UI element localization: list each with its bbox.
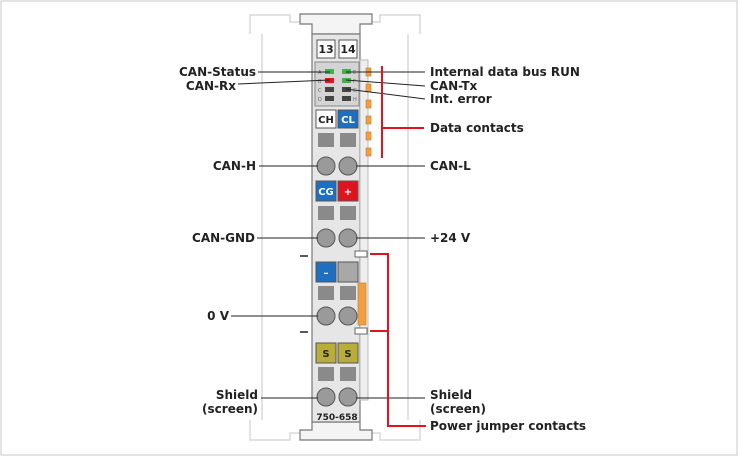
release-slot (340, 133, 356, 147)
label-can-rx: CAN-Rx (186, 79, 236, 93)
led-panel (314, 61, 360, 107)
jumper-marker (354, 327, 368, 335)
label-power-jumper: Power jumper contacts (430, 419, 586, 433)
terminal-markers (300, 255, 308, 333)
connection-point-shield-right (338, 387, 358, 407)
release-slot (340, 206, 356, 220)
tag-minus-box (315, 261, 337, 283)
power-jumper-blade (357, 282, 367, 326)
tag-minus: – (324, 268, 329, 279)
label-can-gnd: CAN-GND (192, 231, 255, 245)
connection-point-0v-b (338, 306, 358, 326)
slot-number-left: 13 (318, 43, 333, 56)
release-slot (318, 286, 334, 300)
tag-ch: CH (318, 115, 334, 126)
right-leaders (345, 71, 426, 399)
connection-point-can-l (338, 156, 358, 176)
led-letters-left: A B C D (318, 70, 322, 103)
tag-cg: CG (318, 187, 334, 198)
right-labels: Internal data bus RUN CAN-Tx Int. error … (430, 65, 586, 433)
housing-edge (359, 59, 369, 401)
label-can-h: CAN-H (213, 159, 256, 173)
tag-plus-box (337, 180, 359, 202)
model-number: 750-658 (316, 413, 357, 423)
label-screen-left: (screen) (202, 402, 258, 416)
left-labels: CAN-Status CAN-Rx CAN-H CAN-GND 0 V Shie… (179, 65, 258, 416)
label-can-status: CAN-Status (179, 65, 256, 79)
connection-point-0v (316, 306, 336, 326)
left-leaders (231, 71, 331, 399)
led-c (325, 87, 334, 92)
tag-plus: + (344, 187, 352, 198)
tag-cg-box (315, 180, 337, 202)
led-d (325, 96, 334, 101)
label-shield-right: Shield (430, 388, 472, 402)
led-letters-right: E F G H (353, 70, 357, 103)
slot-box-right (338, 39, 358, 59)
red-callouts (370, 66, 426, 427)
slot-box-left (316, 39, 336, 59)
tag-s-right-box (337, 342, 359, 364)
led-letter: A (318, 70, 322, 76)
led-letter: F (353, 79, 356, 85)
label-internal-bus-run: Internal data bus RUN (430, 65, 580, 79)
jumper-marker (354, 250, 368, 258)
led-letter: C (318, 88, 322, 94)
connection-point-can-h (316, 156, 336, 176)
tag-blank-box (337, 261, 359, 283)
connection-point-24v (338, 228, 358, 248)
io-module: 13 14 A B C D E F G H (299, 13, 373, 441)
tag-cl: CL (341, 115, 355, 126)
led-letter: E (353, 70, 356, 76)
label-24v: +24 V (430, 231, 471, 245)
label-shield-left: Shield (216, 388, 258, 402)
tag-cl-box (337, 109, 359, 129)
release-slot (318, 367, 334, 381)
connection-point-shield-left (316, 387, 336, 407)
tag-ch-box (315, 109, 337, 129)
din-rail-outline (249, 14, 421, 441)
led-letter: B (318, 79, 322, 85)
release-slot (318, 133, 334, 147)
release-slot (340, 367, 356, 381)
release-slot (318, 206, 334, 220)
label-can-tx: CAN-Tx (430, 79, 478, 93)
label-data-contacts: Data contacts (430, 121, 524, 135)
connection-point-can-gnd (316, 228, 336, 248)
label-can-l: CAN-L (430, 159, 471, 173)
led-h (342, 96, 351, 101)
tag-s-left-box (315, 342, 337, 364)
tag-s-right: S (344, 349, 351, 360)
led-letter: D (318, 97, 322, 103)
release-slot (340, 286, 356, 300)
label-0v: 0 V (207, 309, 230, 323)
led-letter: H (353, 97, 357, 103)
label-int-error: Int. error (430, 92, 492, 106)
tag-s-left: S (322, 349, 329, 360)
led-letter: G (353, 88, 357, 94)
label-screen-right: (screen) (430, 402, 486, 416)
slot-number-right: 14 (340, 43, 356, 56)
